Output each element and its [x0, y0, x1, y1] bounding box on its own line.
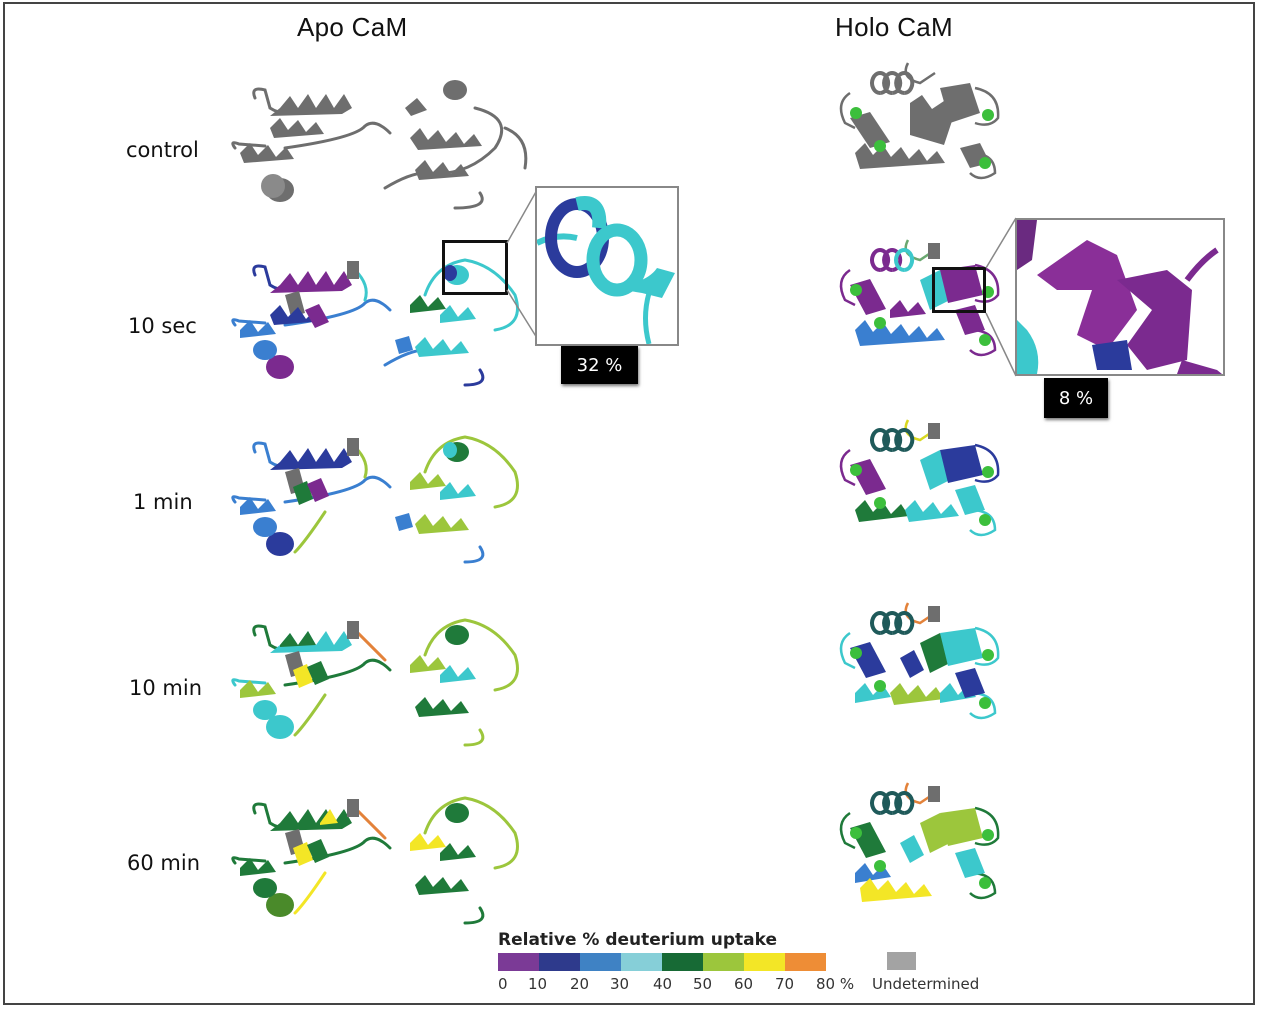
- row-label-10min: 10 min: [129, 676, 202, 700]
- legend-swatch-10-20: [539, 953, 580, 971]
- holo-60min-structure: [839, 782, 1000, 902]
- apo-zoom-selection-box: [442, 240, 508, 295]
- apo-1min-structure: [231, 435, 519, 564]
- legend-color-bar: [498, 953, 826, 971]
- apo-10min-structure: [231, 618, 519, 747]
- legend-ticks: 0 10 20 30 40 50 60 70 80 % Undetermined: [498, 975, 979, 997]
- legend-tick: 50: [693, 975, 713, 993]
- holo-zoom-selection-box: [932, 267, 986, 313]
- holo-10sec-zoom-inset: [1015, 218, 1225, 376]
- apo-10sec-zoom-inset: [535, 186, 679, 346]
- apo-60min-structure: [231, 796, 519, 925]
- holo-10min-structure: [839, 602, 1000, 720]
- legend-tick: 30: [610, 975, 630, 993]
- holo-inset-connector-lines: [985, 217, 1017, 377]
- apo-uptake-badge: 32 %: [561, 346, 638, 384]
- holo-1min-structure: [839, 419, 1000, 537]
- legend-swatch-40-50: [662, 953, 703, 971]
- apo-control-structure: [231, 80, 528, 210]
- legend-tick: 70: [775, 975, 795, 993]
- apo-10sec-structure: [231, 258, 519, 387]
- legend-title: Relative % deuterium uptake: [498, 930, 778, 950]
- legend-tick: 10: [528, 975, 548, 993]
- legend-swatch-70-80: [785, 953, 826, 971]
- row-label-1min: 1 min: [133, 490, 193, 514]
- legend-tick: 20: [570, 975, 590, 993]
- holo-uptake-badge: 8 %: [1044, 378, 1108, 418]
- legend-swatch-undetermined: [887, 952, 916, 970]
- legend-tick: 40: [653, 975, 673, 993]
- column-title-apo: Apo CaM: [297, 12, 408, 42]
- legend-swatch-20-30: [580, 953, 621, 971]
- holo-10sec-structure: [839, 239, 1000, 357]
- row-label-10sec: 10 sec: [128, 314, 197, 338]
- column-title-holo: Holo CaM: [835, 12, 953, 42]
- legend-swatch-50-60: [703, 953, 744, 971]
- legend-swatch-60-70: [744, 953, 785, 971]
- legend-swatch-0-10: [498, 953, 539, 971]
- apo-inset-connector-lines: [506, 189, 538, 339]
- legend-tick: 0: [498, 975, 508, 993]
- legend-tick: 80 %: [816, 975, 855, 993]
- row-label-control: control: [126, 138, 199, 162]
- legend-undetermined-label: Undetermined: [872, 975, 980, 993]
- deuterium-uptake-legend: Relative % deuterium uptake 0 10 20 30 4…: [498, 930, 979, 997]
- figure-frame: [3, 2, 1255, 1005]
- row-label-60min: 60 min: [127, 851, 200, 875]
- holo-control-structure: [839, 62, 1000, 180]
- legend-tick: 60: [734, 975, 754, 993]
- legend-swatch-30-40: [621, 953, 662, 971]
